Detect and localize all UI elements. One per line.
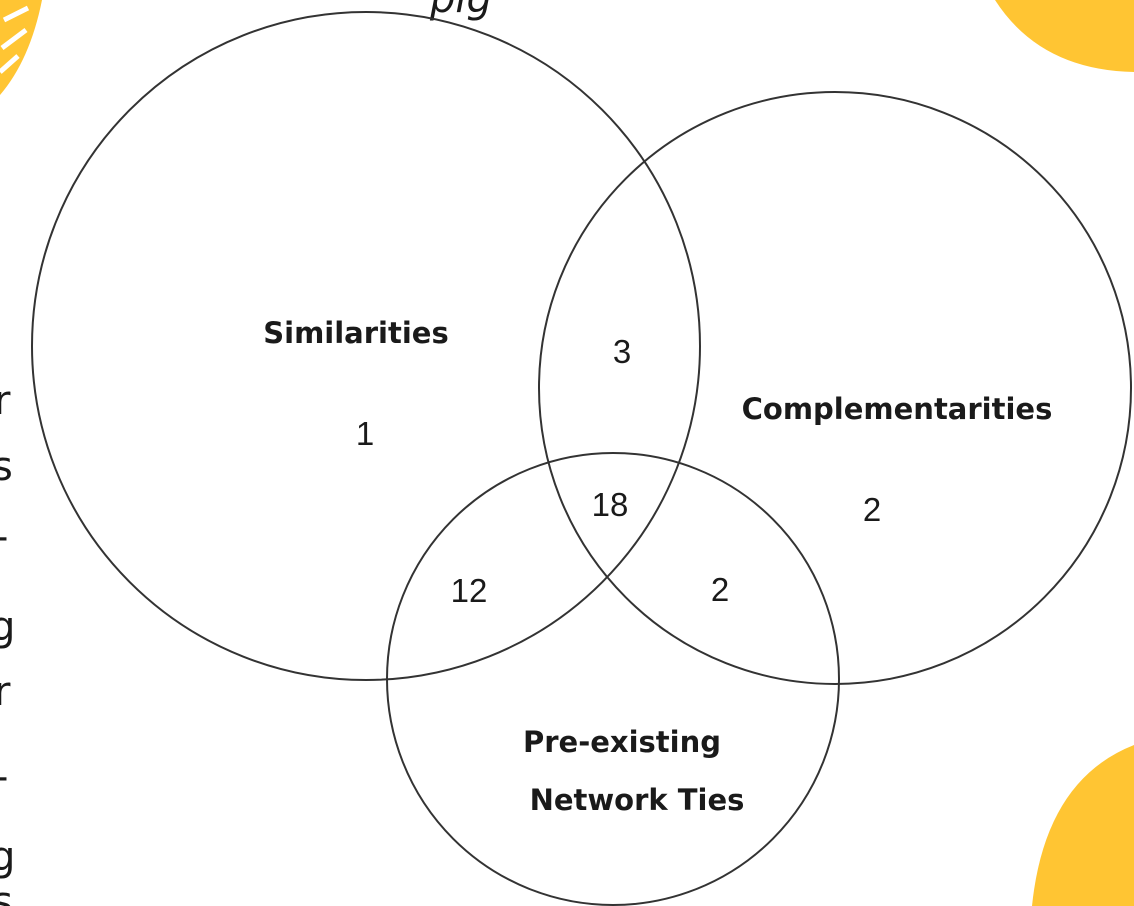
left-edge-char: r: [0, 669, 11, 715]
decoration-top-left: [0, 0, 42, 95]
count-similarities-complementarities: 3: [613, 333, 631, 370]
count-all-three: 18: [592, 486, 629, 523]
top-left-yellow-arc: [0, 0, 42, 95]
left-edge-char: r: [0, 378, 11, 424]
network-ties-circle: [386, 452, 840, 906]
left-edge-char: g: [0, 604, 15, 650]
complementarities-circle: [538, 91, 1132, 685]
left-edge-text: r s - g r - g s: [0, 378, 15, 906]
network-ties-label-line1: Pre-existing: [523, 725, 721, 759]
bottom-right-yellow-blob: [1032, 745, 1134, 906]
left-edge-char: s: [0, 444, 13, 490]
count-similarities-only: 1: [356, 415, 374, 452]
left-edge-char: s: [0, 879, 13, 906]
top-right-yellow-blob: [995, 0, 1134, 72]
count-complementarities-network: 2: [711, 571, 729, 608]
left-edge-char: -: [0, 754, 8, 800]
similarities-label: Similarities: [263, 316, 448, 350]
count-complementarities-only: 2: [863, 491, 881, 528]
similarities-circle: [31, 11, 701, 681]
network-ties-label-line2: Network Ties: [530, 783, 745, 817]
left-edge-char: -: [0, 514, 8, 560]
top-left-white-hatch: [0, 5, 30, 74]
left-edge-char: g: [0, 834, 15, 880]
header-fragment: pig: [429, 0, 492, 22]
count-similarities-network: 12: [451, 572, 488, 609]
complementarities-label: Complementarities: [742, 392, 1053, 426]
